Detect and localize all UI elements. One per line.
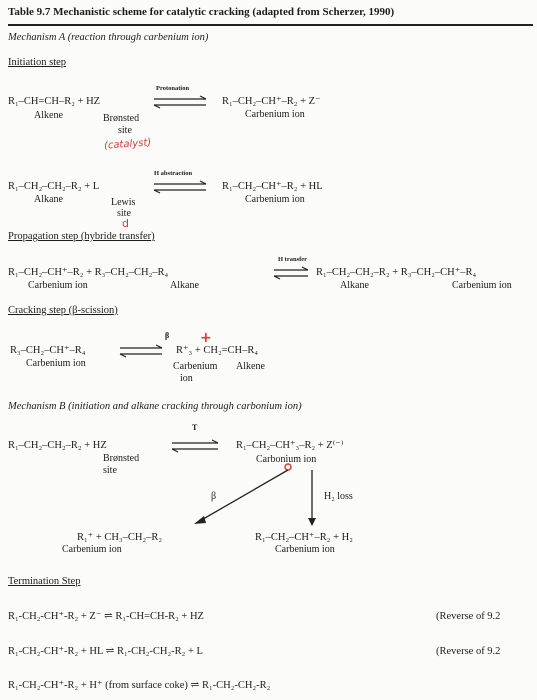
catalyst-note: (catalyst) xyxy=(103,137,152,152)
alkane-label: Alkane xyxy=(340,280,369,291)
h2-loss-label: H₂ loss xyxy=(324,491,353,502)
beta-label: β xyxy=(211,491,217,502)
bronsted-label: Brønsted xyxy=(103,113,140,124)
alkene-label: Alkene xyxy=(34,110,63,121)
prop-left: R₁–CH₂–CH⁺–R₂ + R₃–CH₂–CH₂–R₄ xyxy=(8,267,169,278)
equilibrium-arrow xyxy=(153,180,207,194)
mechanism-a-header: Mechanism A (reaction through carbenium … xyxy=(8,32,209,43)
table-title: Table 9.7 Mechanistic scheme for catalyt… xyxy=(8,6,395,18)
termination-ref-1: (Reverse of 9.2 xyxy=(436,611,501,622)
crack-right: R⁺₃ + CH₂=CH–R₄ xyxy=(176,345,259,356)
termination-eq-2: R₁-CH₂-CH⁺-R₂ + HL ⇌ R₁-CH₂-CH₂-R₂ + L xyxy=(8,646,203,657)
prop-right: R₁–CH₂–CH₂–R₂ + R₃–CH₂–CH⁺–R₄ xyxy=(316,267,477,278)
lewis-label: Lewis xyxy=(111,197,136,208)
init-r1-right: R₁–CH₂–CH⁺–R₂ + Z⁻ xyxy=(222,96,321,107)
mechb-right: R₁–CH₂–CH⁺₃–R₂ + Z⁽⁻⁾ xyxy=(236,440,344,451)
carbenium-label: Carbenium ion xyxy=(452,280,512,291)
initiation-heading: Initiation step xyxy=(8,57,67,68)
equilibrium-arrow xyxy=(171,439,219,453)
site-label: site xyxy=(103,465,117,476)
h-abstraction-label: H abstraction xyxy=(154,170,193,177)
init-r2-right: R₁–CH₂–CH⁺–R₂ + HL xyxy=(222,181,323,192)
termination-heading: Termination Step xyxy=(8,576,81,587)
carbenium-label: Carbenium ion xyxy=(245,109,305,120)
carbenium-label: Carbenium ion xyxy=(62,544,122,555)
termination-eq-1: R₁-CH₂-CH⁺-R₂ + Z⁻ ⇌ R₁-CH=CH-R₂ + HZ xyxy=(8,611,204,622)
site-label: site xyxy=(118,125,132,136)
ion-label: ion xyxy=(180,373,193,384)
alkane-label: Alkane xyxy=(34,194,63,205)
title-rule xyxy=(8,24,533,26)
mechb-left: R₁–CH₂–CH₂–R₂ + HZ xyxy=(8,440,107,451)
mechanism-b-header: Mechanism B (initiation and alkane crack… xyxy=(8,401,302,412)
carbenium-label: Carbenium ion xyxy=(275,544,335,555)
init-r2-left: R₁–CH₂–CH₂–R₂ + L xyxy=(8,181,100,192)
h-transfer-label: H transfer xyxy=(278,256,308,263)
mechb-product-1: R₁⁺ + CH₃–CH₂–R₂ xyxy=(77,532,163,543)
termination-ref-2: (Reverse of 9.2 xyxy=(436,646,501,657)
init-r1-left: R₁–CH=CH–R₂ + HZ xyxy=(8,96,101,107)
carbenium-label: Carbenium ion xyxy=(245,194,305,205)
carbenium-label: Carbenium xyxy=(173,361,218,372)
cracking-heading: Cracking step (β-scission) xyxy=(8,305,118,316)
annotation-mark: d xyxy=(122,217,129,230)
t-label: T xyxy=(192,423,198,432)
termination-eq-3: R₁-CH₂-CH⁺-R₂ + H⁺ (from surface coke) ⇌… xyxy=(8,680,271,691)
mechb-product-2: R₁–CH₂–CH⁺–R₂ + H₂ xyxy=(255,532,353,543)
protonation-label: Protonation xyxy=(156,85,190,92)
site-label: site xyxy=(117,208,131,219)
alkene-label: Alkene xyxy=(236,361,265,372)
carbenium-label: Carbenium ion xyxy=(26,358,86,369)
alkane-label: Alkane xyxy=(170,280,199,291)
red-plus-mark: + xyxy=(200,330,212,346)
reaction-arrows xyxy=(194,469,316,526)
bronsted-label: Brønsted xyxy=(103,453,140,464)
equilibrium-arrow xyxy=(119,344,163,358)
carbonium-label: Carbonium ion xyxy=(256,454,317,465)
equilibrium-arrow xyxy=(273,266,309,280)
beta-label: β xyxy=(165,331,170,340)
equilibrium-arrow xyxy=(153,95,207,109)
carbenium-label: Carbenium ion xyxy=(28,280,88,291)
propagation-heading: Propagation step (hybride transfer) xyxy=(8,231,155,242)
crack-left: R₃–CH₂–CH⁺–R₄ xyxy=(10,345,86,356)
